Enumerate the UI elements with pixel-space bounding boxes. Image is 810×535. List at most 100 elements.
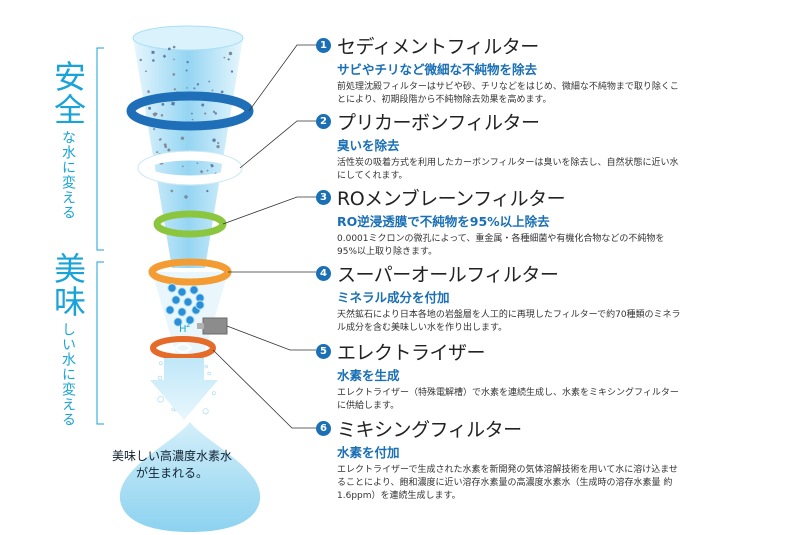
hydrogen-bubble bbox=[204, 365, 208, 369]
leader-3 bbox=[222, 196, 316, 225]
step-title: エレクトライザー bbox=[337, 341, 486, 364]
side-label-tasty: 美味しい水に変える bbox=[49, 252, 87, 427]
particle bbox=[186, 87, 188, 89]
step-number: 6 bbox=[316, 420, 331, 436]
particle bbox=[208, 80, 211, 83]
leader-2 bbox=[239, 120, 316, 169]
particle bbox=[220, 90, 224, 94]
ring-precarbon-outline bbox=[137, 150, 243, 186]
mineral-bubble bbox=[171, 295, 181, 305]
mineral-bubble bbox=[167, 283, 177, 293]
particle bbox=[156, 151, 159, 154]
particle bbox=[171, 101, 176, 106]
particle bbox=[210, 164, 214, 168]
drop-caption-line2: が生まれる。 bbox=[135, 466, 208, 480]
particle bbox=[167, 148, 171, 152]
step-subtitle: RO逆浸透膜で不純物を95%以上除去 bbox=[337, 214, 550, 229]
particle bbox=[230, 70, 234, 73]
particle bbox=[206, 169, 209, 172]
step-5: 5 エレクトライザー 水素を生成 エレクトライザー（特殊電解槽）で水素を連続生成し… bbox=[316, 339, 796, 413]
filter-cone bbox=[133, 26, 243, 268]
step-title: ミキシングフィルター bbox=[337, 418, 522, 441]
particle bbox=[152, 112, 158, 117]
step-6: 6 ミキシングフィルター 水素を付加 エレクトライザーで生成された水素を新開発の気… bbox=[316, 416, 796, 503]
step-description: エレクトライザー（特殊電解槽）で水素を連続生成し、水素をミキシングフィルターに供… bbox=[337, 388, 679, 411]
mineral-bubble bbox=[195, 300, 205, 310]
particle bbox=[172, 45, 176, 49]
mineral-bubble bbox=[173, 317, 183, 327]
step-title: スーパーオールフィルター bbox=[337, 263, 559, 286]
cone-top bbox=[132, 25, 244, 51]
hydrogen-bubble bbox=[202, 408, 209, 415]
particle bbox=[172, 72, 176, 77]
particle bbox=[170, 189, 174, 193]
step-description: 天然鉱石により日本各地の岩盤層を人工的に再現したフィルターで約70種類のミネラル… bbox=[337, 310, 681, 333]
particle bbox=[160, 114, 164, 117]
particle bbox=[223, 56, 226, 59]
step-number: 3 bbox=[316, 189, 331, 205]
electrolyzer-box bbox=[202, 317, 228, 335]
particle bbox=[173, 58, 175, 61]
step-description: 活性炭の吸着方式を利用したカーボンフィルターは臭いを除去し、自然状態に近い水にし… bbox=[337, 158, 679, 181]
particle bbox=[217, 141, 220, 145]
particle bbox=[183, 194, 189, 200]
electrolyzer-connector bbox=[197, 323, 204, 329]
step-subtitle: サビやチリなど微細な不純物を除去 bbox=[337, 62, 538, 77]
particle bbox=[196, 162, 199, 165]
side-label-safe-big: 安全 bbox=[49, 60, 87, 126]
particle bbox=[148, 106, 152, 110]
particle bbox=[227, 57, 231, 61]
step-number: 4 bbox=[316, 265, 331, 281]
step-description: エレクトライザーで生成された水素を新開発の気体溶解技術を用いて水に溶け込ませるこ… bbox=[337, 465, 678, 501]
step-number: 2 bbox=[316, 113, 331, 129]
particle bbox=[161, 102, 165, 106]
mineral-bubble bbox=[177, 307, 187, 317]
particle bbox=[163, 143, 167, 147]
particle bbox=[186, 60, 189, 64]
particle bbox=[151, 59, 155, 62]
side-label-tasty-small: しい水に変える bbox=[60, 322, 76, 427]
step-number: 5 bbox=[316, 343, 331, 359]
down-arrow bbox=[150, 358, 218, 420]
particle bbox=[147, 90, 150, 93]
leader-1 bbox=[248, 44, 316, 112]
particle bbox=[204, 112, 207, 115]
hydrogen-bubble bbox=[158, 361, 163, 365]
leader-5 bbox=[226, 325, 316, 351]
particle bbox=[199, 169, 204, 174]
particle bbox=[153, 128, 156, 131]
hydrogen-bubble bbox=[158, 375, 163, 380]
step-title: セディメントフィルター bbox=[337, 35, 539, 58]
side-label-safe: 安全な水に変える bbox=[49, 60, 87, 220]
particle bbox=[160, 138, 162, 140]
particle bbox=[182, 165, 184, 168]
particle bbox=[145, 70, 147, 73]
drop-caption: 美味しい高濃度水素水 が生まれる。 bbox=[104, 448, 240, 482]
particle bbox=[190, 112, 193, 115]
ring-precarbon bbox=[138, 151, 242, 185]
side-label-tasty-big: 美味 bbox=[49, 252, 87, 318]
swirl bbox=[174, 343, 193, 353]
particle bbox=[211, 89, 214, 92]
step-subtitle: 水素を生成 bbox=[337, 368, 400, 383]
mineral-bubble bbox=[183, 297, 193, 307]
step-description: 前処理沈殿フィルターはサビや砂、チリなどをはじめ、微細な不純物まで取り除くことに… bbox=[337, 82, 679, 105]
particle bbox=[206, 189, 209, 193]
particle bbox=[196, 83, 200, 86]
h2-subscript: 2 bbox=[186, 321, 190, 329]
lower-funnel bbox=[152, 272, 228, 358]
step-subtitle: 水素を付加 bbox=[337, 445, 400, 460]
bracket-top bbox=[96, 47, 104, 251]
particle bbox=[173, 87, 177, 91]
particle bbox=[216, 144, 220, 149]
particle bbox=[191, 118, 194, 121]
leader-6 bbox=[212, 349, 316, 429]
water-drop bbox=[119, 422, 261, 532]
hydrogen-bubble bbox=[157, 396, 164, 403]
particle bbox=[212, 138, 216, 142]
